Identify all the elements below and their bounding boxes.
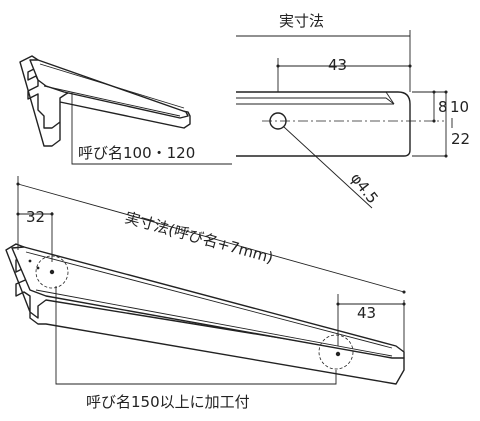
- right-hole: [335, 351, 341, 357]
- dim-32-label: 32: [26, 208, 45, 226]
- dim-43-bottom-label: 43: [357, 304, 376, 322]
- detail-view: 実寸法 43 8 10 22 φ4.5: [236, 12, 470, 209]
- nominal-small-label: 呼び名100・120: [78, 144, 195, 162]
- left-hole: [49, 269, 55, 275]
- small-nominal-leader: [71, 92, 232, 165]
- right-hole-marker: [318, 334, 354, 370]
- bottom-title: 実寸法(呼び名+7mm): [123, 209, 275, 267]
- top-title: 実寸法: [279, 12, 324, 30]
- small-bracket: [19, 55, 191, 147]
- dim-43-top-label: 43: [328, 56, 347, 74]
- hole-dia-label: φ4.5: [347, 169, 382, 207]
- dim-8-label: 8: [438, 98, 448, 116]
- nominal-large-label: 呼び名150以上に加工付: [86, 393, 250, 411]
- large-bracket: [5, 243, 405, 385]
- overall-dim-line: [16, 182, 406, 294]
- large-nominal-leader: [55, 286, 337, 385]
- dim-10-label: 10: [450, 98, 469, 116]
- dim-22-label: 22: [451, 130, 470, 148]
